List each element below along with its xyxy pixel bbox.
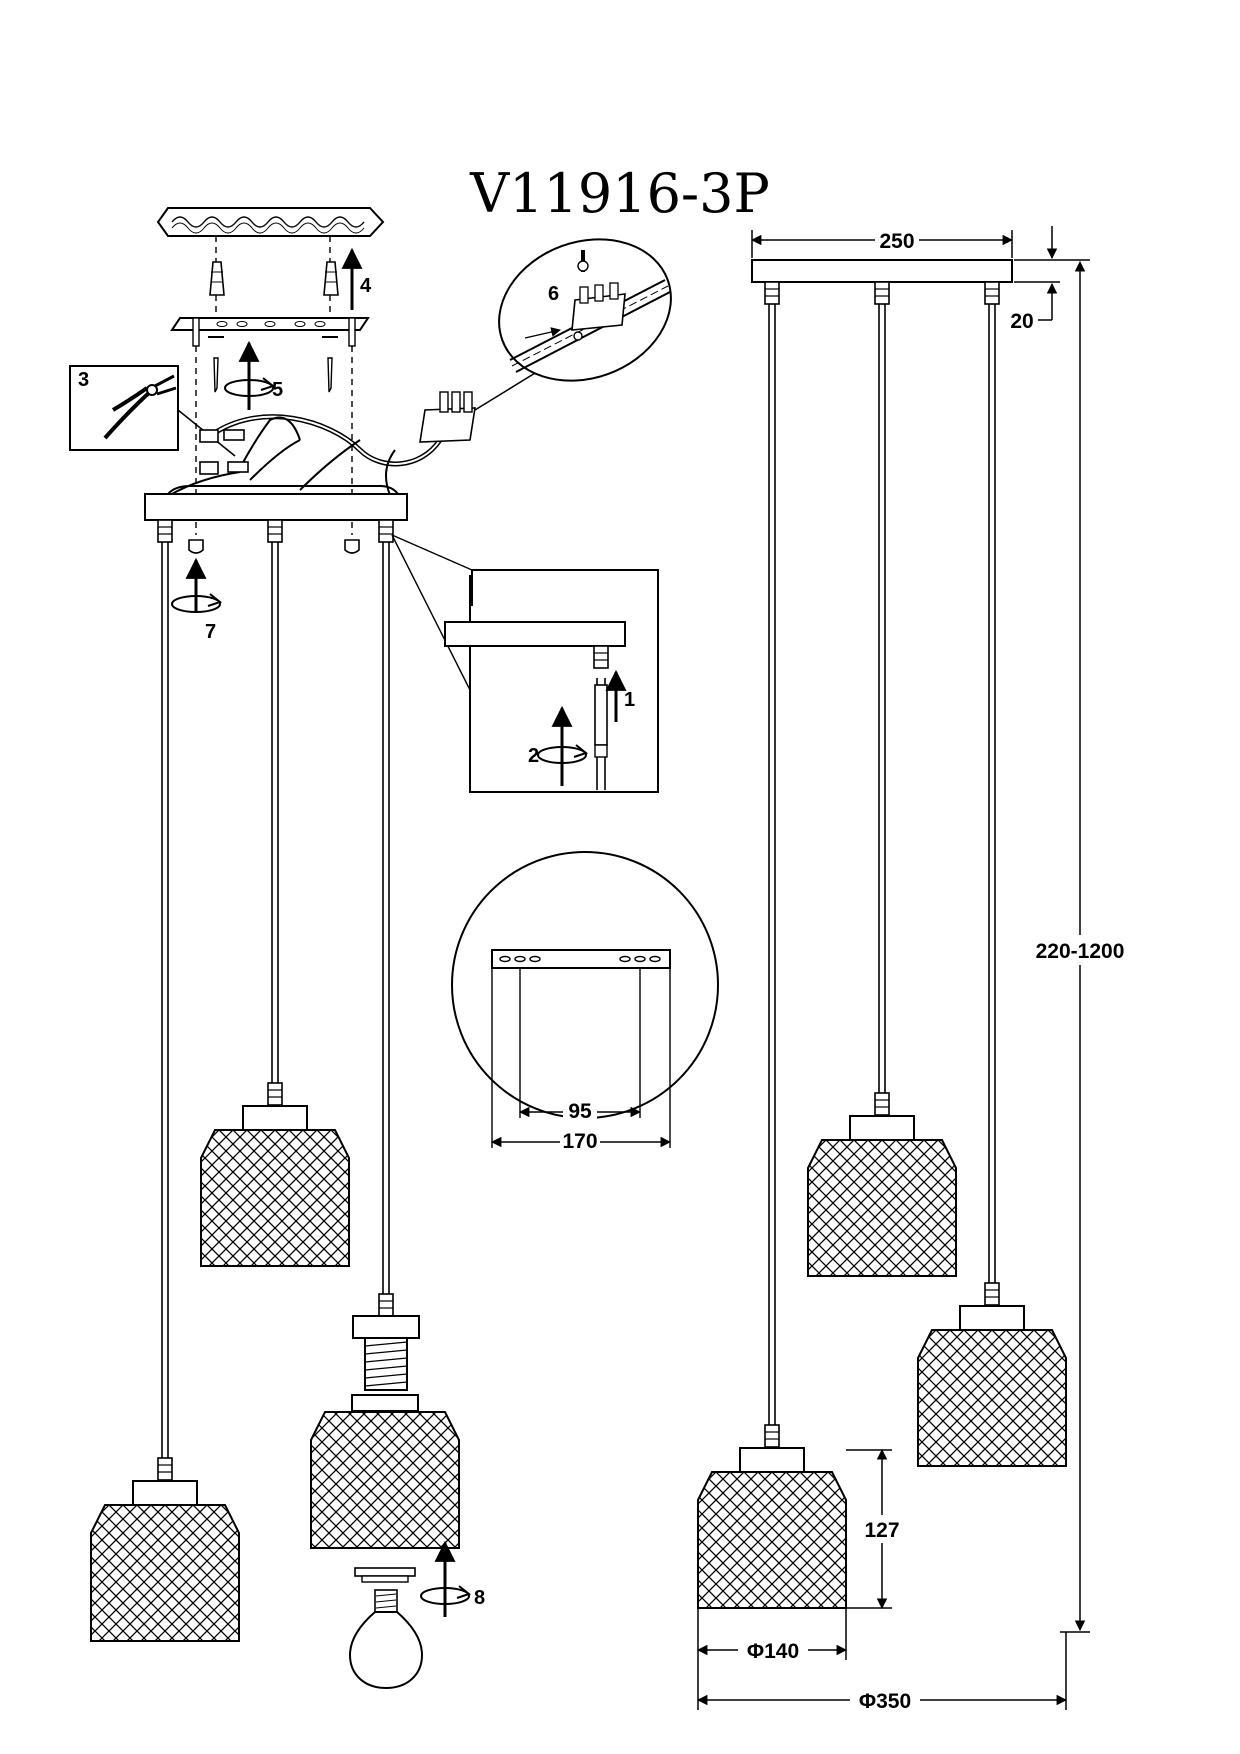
pendant-cables-left: [161, 542, 390, 1460]
dim-drop-range: 220-1200: [1036, 940, 1125, 963]
canopy-left: [144, 485, 408, 521]
screw-left: [208, 336, 224, 393]
terminal-callout-line: [474, 369, 541, 411]
step-7-label: 7: [205, 621, 216, 643]
terminal-zoom-callout: [498, 238, 672, 382]
grip-shade-e: [764, 1424, 780, 1448]
wall-anchor-right: [323, 261, 339, 296]
ceiling-strip: [156, 207, 385, 237]
cap-nut-right: [344, 539, 360, 554]
wiring-bundle: [169, 414, 443, 496]
dimensioned-assembly: [696, 226, 1130, 1714]
step-3-label: 3: [78, 369, 89, 391]
shade-b: [90, 1480, 240, 1642]
dim-shade-diameter: Φ140: [747, 1640, 799, 1663]
mounting-bracket: [170, 317, 370, 347]
step-2-label: 2: [528, 745, 539, 767]
shade-e: [697, 1447, 847, 1609]
step-4-label: 4: [360, 275, 372, 297]
terminal-block: [419, 391, 476, 443]
grip-shade-b: [157, 1457, 173, 1481]
canopy-grip-middle: [267, 519, 283, 543]
step-1-label: 1: [624, 689, 635, 711]
canopy-grip-right: [378, 519, 394, 543]
light-bulb: [348, 1589, 424, 1690]
cable-grip-detail: [391, 534, 659, 793]
grip-shade-a: [267, 1082, 283, 1106]
canopy-grip-left: [157, 519, 173, 543]
shade-d: [917, 1305, 1067, 1467]
grip-socket: [378, 1293, 394, 1317]
step-6-label: 6: [548, 283, 559, 305]
screw-right: [322, 336, 338, 393]
dim-bracket-length: 170: [562, 1130, 597, 1153]
dim-canopy-height: 20: [1010, 310, 1033, 333]
dim-shade-height: 127: [864, 1519, 899, 1542]
exploded-assembly: 4: [69, 207, 672, 1690]
dim-bracket-hole-spacing: 95: [568, 1100, 592, 1123]
grip-shade-d: [984, 1282, 1000, 1306]
shade-exploded: [310, 1394, 460, 1549]
grip-shade-c: [874, 1092, 890, 1116]
shade-a: [200, 1105, 350, 1267]
dim-overall-diameter: Φ350: [859, 1690, 911, 1713]
dim-canopy-width: 250: [879, 230, 914, 253]
pliers-box: [69, 365, 236, 457]
shade-retaining-ring: [354, 1567, 416, 1583]
step-5-label: 5: [272, 379, 283, 401]
wall-anchor-left: [209, 261, 225, 296]
shade-c: [807, 1115, 957, 1277]
bracket-detail: [451, 851, 719, 1152]
cap-nut-left: [188, 539, 204, 554]
lamp-socket: [352, 1315, 420, 1391]
model-title: V11916-3P: [469, 162, 770, 225]
step-8-label: 8: [474, 1587, 485, 1609]
